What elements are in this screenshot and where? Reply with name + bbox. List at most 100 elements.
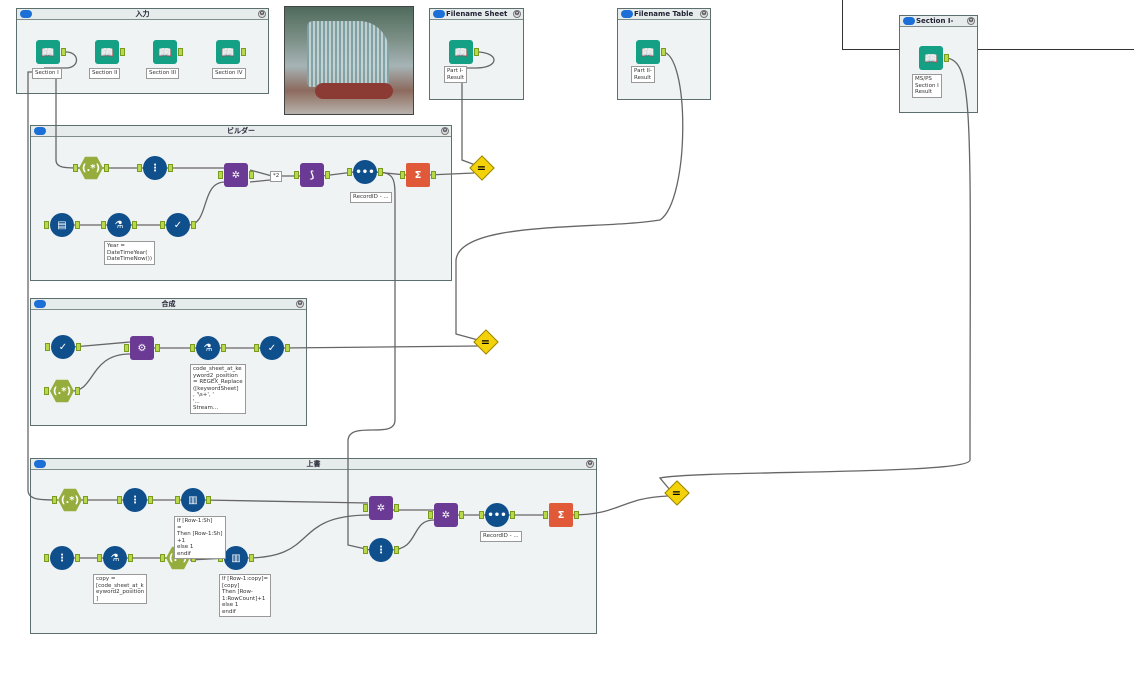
input-tool[interactable]: 📖: [636, 40, 660, 64]
input-anchor[interactable]: [190, 344, 195, 352]
input-anchor[interactable]: [44, 387, 49, 395]
dynamic-rename-tool[interactable]: ⟆: [300, 163, 324, 187]
output-anchor[interactable]: [241, 48, 246, 56]
collapse-icon[interactable]: ⊖: [296, 300, 304, 308]
text-input-tool[interactable]: ▤: [50, 213, 74, 237]
output-anchor[interactable]: [155, 344, 160, 352]
filter-tool[interactable]: ✓: [51, 335, 75, 359]
input-tool[interactable]: 📖: [36, 40, 60, 64]
input-anchor[interactable]: [254, 344, 259, 352]
output-anchor[interactable]: [191, 221, 196, 229]
output-anchor[interactable]: [178, 48, 183, 56]
collapse-icon[interactable]: ⊖: [586, 460, 594, 468]
output-anchor[interactable]: [249, 554, 254, 562]
input-anchor[interactable]: [160, 554, 165, 562]
summarize-tool[interactable]: Σ: [549, 503, 573, 527]
output-anchor[interactable]: [104, 164, 109, 172]
output-anchor[interactable]: [61, 48, 66, 56]
toggle-icon[interactable]: [34, 460, 46, 468]
input-tool[interactable]: 📖: [153, 40, 177, 64]
collapse-icon[interactable]: ⊖: [700, 10, 708, 18]
output-anchor[interactable]: [148, 496, 153, 504]
container-compose[interactable]: 合成⊖: [30, 298, 307, 426]
output-anchor[interactable]: [394, 504, 399, 512]
collapse-icon[interactable]: ⊖: [258, 10, 266, 18]
output-anchor[interactable]: [474, 48, 479, 56]
output-anchor[interactable]: [249, 171, 254, 179]
toggle-icon[interactable]: [621, 10, 633, 18]
output-anchor[interactable]: [325, 171, 330, 179]
input-anchor[interactable]: [97, 554, 102, 562]
filter-tool[interactable]: ✓: [166, 213, 190, 237]
select-tool[interactable]: ⋮: [123, 488, 147, 512]
input-anchor[interactable]: [543, 511, 548, 519]
select-tool[interactable]: ⋮: [369, 538, 393, 562]
input-tool[interactable]: 📖: [449, 40, 473, 64]
input-anchor[interactable]: [137, 164, 142, 172]
select-tool[interactable]: ⋮: [50, 546, 74, 570]
input-anchor[interactable]: [45, 343, 50, 351]
select-tool[interactable]: ⋮: [143, 156, 167, 180]
input-anchor[interactable]: [479, 511, 484, 519]
formula-tool[interactable]: ⚗: [103, 546, 127, 570]
input-anchor[interactable]: [160, 221, 165, 229]
output-anchor[interactable]: [378, 168, 383, 176]
collapse-icon[interactable]: ⊖: [441, 127, 449, 135]
record-id-tool[interactable]: •••: [485, 503, 509, 527]
input-anchor[interactable]: [175, 496, 180, 504]
output-anchor[interactable]: [128, 554, 133, 562]
output-anchor[interactable]: [459, 511, 464, 519]
input-anchor[interactable]: [124, 344, 129, 352]
input-anchor[interactable]: [347, 168, 352, 176]
output-anchor[interactable]: [221, 344, 226, 352]
input-anchor[interactable]: [218, 171, 223, 179]
record-id-tool[interactable]: •••: [353, 160, 377, 184]
join-tool[interactable]: ✲: [434, 503, 458, 527]
collapse-icon[interactable]: ⊖: [967, 17, 975, 25]
input-tool[interactable]: 📖: [95, 40, 119, 64]
output-anchor[interactable]: [510, 511, 515, 519]
output-anchor[interactable]: [120, 48, 125, 56]
output-anchor[interactable]: [76, 343, 81, 351]
input-anchor[interactable]: [44, 221, 49, 229]
regex-tool[interactable]: (.*): [50, 379, 74, 403]
toggle-icon[interactable]: [903, 17, 915, 25]
toggle-icon[interactable]: [34, 127, 46, 135]
output-anchor[interactable]: [75, 387, 80, 395]
input-tool[interactable]: 📖: [919, 46, 943, 70]
input-anchor[interactable]: [363, 546, 368, 554]
output-anchor[interactable]: [574, 511, 579, 519]
input-anchor[interactable]: [294, 171, 299, 179]
output-anchor[interactable]: [431, 171, 436, 179]
output-anchor[interactable]: [132, 221, 137, 229]
output-anchor[interactable]: [168, 164, 173, 172]
input-anchor[interactable]: [363, 504, 368, 512]
output-anchor[interactable]: [75, 554, 80, 562]
container-builder[interactable]: ビルダー⊖: [30, 125, 452, 281]
summarize-tool[interactable]: Σ: [406, 163, 430, 187]
filter-tool[interactable]: ✓: [260, 336, 284, 360]
output-anchor[interactable]: [206, 496, 211, 504]
input-anchor[interactable]: [101, 221, 106, 229]
join-tool[interactable]: ✲: [369, 496, 393, 520]
formula-tool[interactable]: ⚗: [107, 213, 131, 237]
output-anchor[interactable]: [944, 54, 949, 62]
macro-tool[interactable]: ⚙: [130, 336, 154, 360]
input-anchor[interactable]: [44, 554, 49, 562]
formula-tool[interactable]: ⚗: [196, 336, 220, 360]
collapse-icon[interactable]: ⊖: [513, 10, 521, 18]
multi-row-formula-tool[interactable]: ▥: [224, 546, 248, 570]
input-anchor[interactable]: [73, 164, 78, 172]
output-anchor[interactable]: [83, 496, 88, 504]
toggle-icon[interactable]: [433, 10, 445, 18]
output-anchor[interactable]: [285, 344, 290, 352]
multi-row-formula-tool[interactable]: ▥: [181, 488, 205, 512]
container-overwrite[interactable]: 上書⊖: [30, 458, 597, 634]
input-anchor[interactable]: [400, 171, 405, 179]
toggle-icon[interactable]: [20, 10, 32, 18]
input-anchor[interactable]: [428, 511, 433, 519]
join-tool[interactable]: ✲: [224, 163, 248, 187]
toggle-icon[interactable]: [34, 300, 46, 308]
output-anchor[interactable]: [661, 48, 666, 56]
input-anchor[interactable]: [52, 496, 57, 504]
